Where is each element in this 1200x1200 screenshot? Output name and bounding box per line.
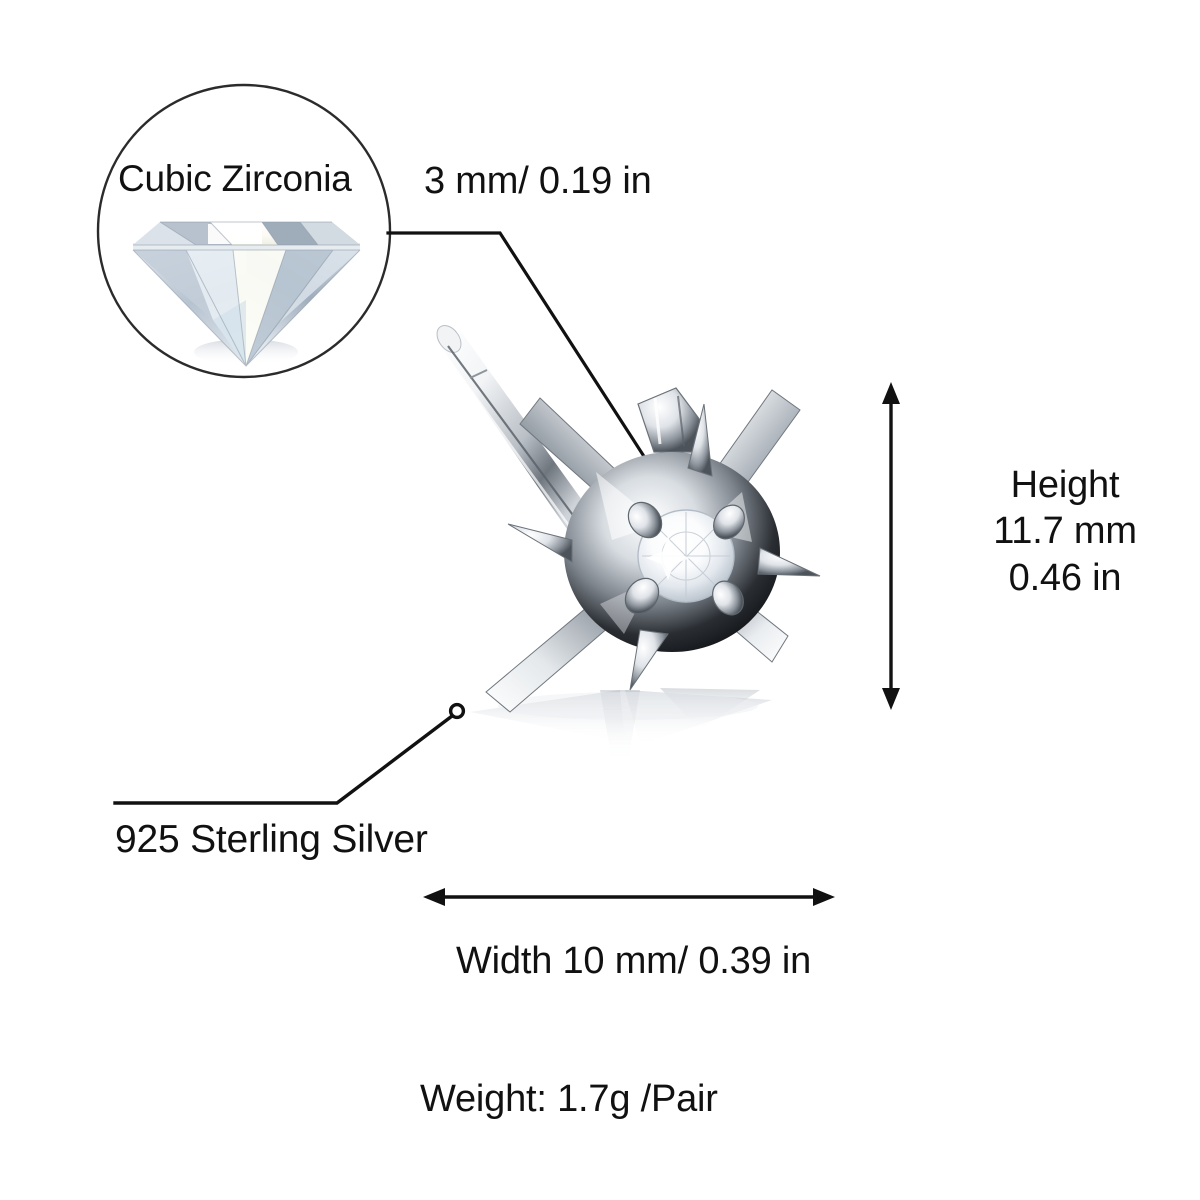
star-small-spike-left xyxy=(507,523,573,563)
star-spike-lower-left xyxy=(485,555,667,713)
height-dimension-label: Height 11.7 mm 0.46 in xyxy=(955,462,1175,601)
diamond-illustration xyxy=(132,221,361,367)
sterling-silver-label: 925 Sterling Silver xyxy=(115,818,428,861)
stone-size-label: 3 mm/ 0.19 in xyxy=(424,160,652,202)
star-small-spike-bottom xyxy=(629,629,669,691)
earring-reflection xyxy=(470,688,772,762)
star-small-spike-right xyxy=(757,547,821,577)
earring-back-clutch xyxy=(637,387,701,453)
star-body xyxy=(485,389,821,713)
width-dimension-arrow xyxy=(423,888,835,906)
height-metric: 11.7 mm xyxy=(993,510,1137,553)
metal-material-leader-endpoint xyxy=(448,702,466,720)
star-small-spike-top xyxy=(687,403,713,477)
height-imperial: 0.46 in xyxy=(1008,556,1122,599)
prong-setting xyxy=(624,501,745,616)
center-cz-stone xyxy=(637,509,735,603)
star-spike-lower-right xyxy=(685,565,789,663)
cubic-zirconia-callout-circle xyxy=(96,83,392,379)
width-dimension-label: Width 10 mm/ 0.39 in xyxy=(456,940,812,982)
height-title: Height xyxy=(1010,464,1120,506)
star-stud-earring xyxy=(436,325,821,762)
stone-size-leader-endpoint xyxy=(670,500,686,516)
earring-post xyxy=(436,325,625,575)
cubic-zirconia-label: Cubic Zirconia xyxy=(118,158,352,199)
stone-size-leader-line xyxy=(386,231,679,509)
weight-label: Weight: 1.7g /Pair xyxy=(420,1078,718,1120)
star-spike-upper-right xyxy=(679,389,801,541)
metal-material-leader-line xyxy=(113,713,455,805)
height-dimension-arrow xyxy=(882,382,900,710)
star-spike-upper-left xyxy=(519,397,661,537)
